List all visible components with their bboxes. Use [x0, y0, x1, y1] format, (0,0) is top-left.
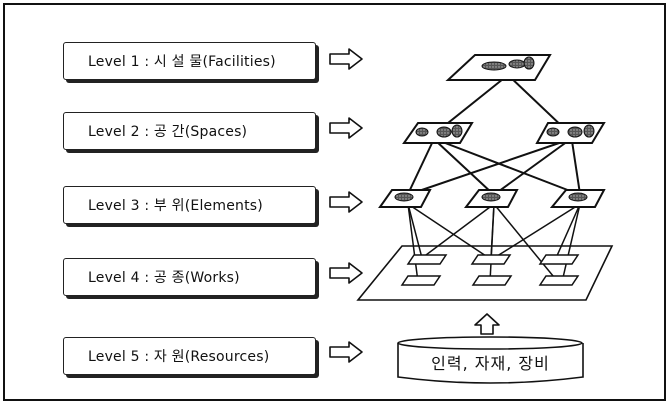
- facility-plate: [445, 54, 552, 81]
- level-1-box: Level 1 : 시 설 물(Facilities): [63, 42, 316, 80]
- resources-label: 인력, 자재, 장비: [431, 354, 550, 373]
- arrow-up: [474, 313, 500, 335]
- arrow-level-3: [329, 191, 363, 213]
- works-plate: [356, 245, 614, 301]
- element-plate-center: [463, 189, 519, 208]
- resources-cylinder: [397, 336, 584, 384]
- arrow-level-5: [329, 341, 363, 363]
- space-plate-right: [535, 122, 606, 144]
- level-3-box: Level 3 : 부 위(Elements): [63, 186, 316, 224]
- level-2-box: Level 2 : 공 간(Spaces): [63, 112, 316, 150]
- arrow-level-2: [329, 117, 363, 139]
- arrow-level-4: [329, 262, 363, 284]
- level-4-box: Level 4 : 공 종(Works): [63, 258, 316, 296]
- element-plate-left: [378, 189, 432, 208]
- level-5-box: Level 5 : 자 원(Resources): [63, 337, 316, 375]
- arrow-level-1: [329, 48, 363, 70]
- element-plate-right: [549, 189, 606, 208]
- space-plate-left: [402, 122, 474, 144]
- work-plates: [400, 254, 580, 286]
